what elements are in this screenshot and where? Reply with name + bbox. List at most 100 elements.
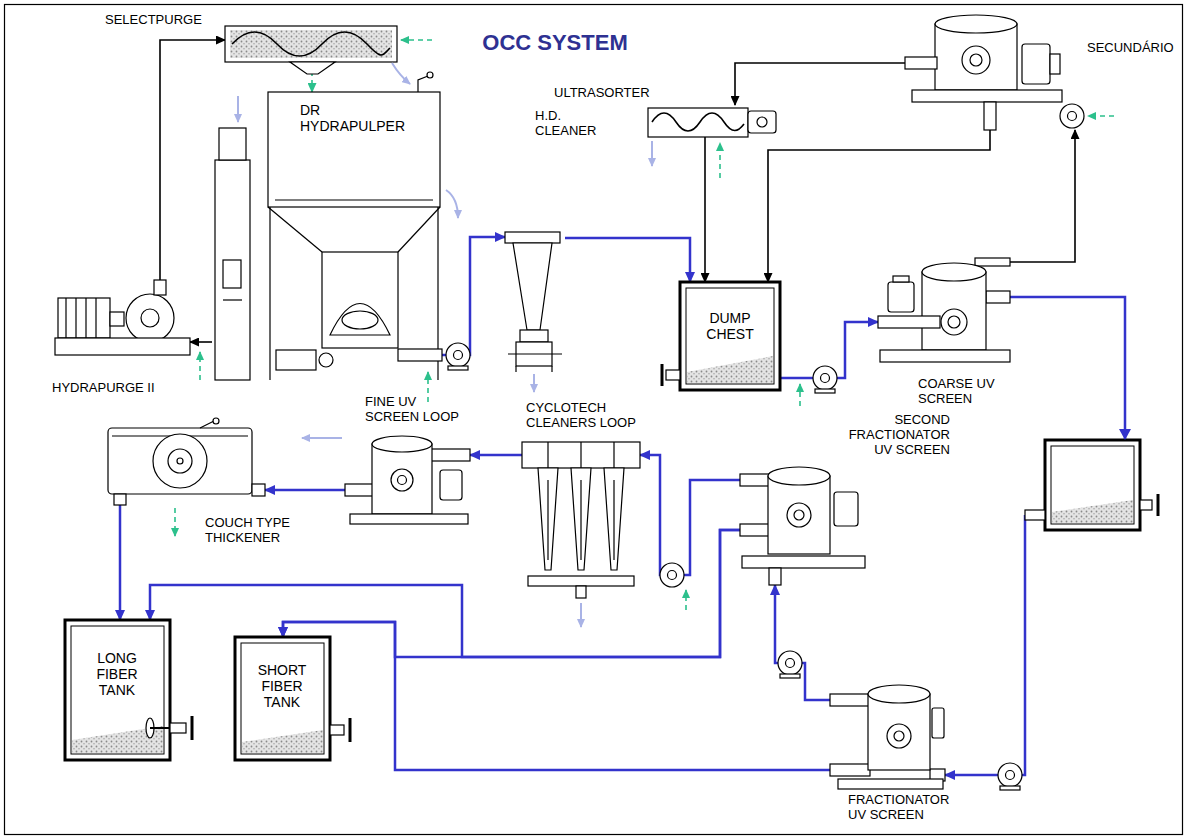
secondary-screen-part [970, 54, 982, 66]
tank-node: DUMP CHEST [680, 282, 780, 390]
equipment-label: HYDRAPURGE II [52, 380, 182, 395]
cyclotech-cleaners-part [547, 442, 548, 468]
pump-part [821, 374, 830, 383]
cyclotech-cleaners-part [580, 442, 581, 468]
fractionator-screen [830, 685, 945, 789]
pipe-line [1010, 130, 1075, 262]
cyclotech-cleaners-part [613, 442, 614, 468]
hydrapurge-machine-part [154, 280, 166, 295]
hydrapurge-machine-part [110, 312, 124, 326]
secondary-screen [905, 15, 1062, 130]
equipment-label: FRACTIONATOR UV SCREEN [848, 792, 960, 822]
reject-arrow [238, 63, 652, 627]
coarse-screen-part [888, 282, 914, 312]
water-inlet-arrow [175, 40, 1114, 610]
coarse-screen-part [922, 263, 986, 281]
hydrapulper-vessel-part [268, 207, 322, 252]
intermediate-tank-part [1025, 510, 1045, 520]
equipment-label: FINE UV SCREEN LOOP [365, 394, 465, 424]
short-fiber-tank-part [349, 718, 352, 742]
cyclotech-cleaners-part [528, 576, 634, 586]
second-fractionator-screen-part [740, 474, 770, 486]
fine-screen-part [345, 484, 374, 496]
short-fiber-tank-part [235, 637, 330, 760]
water-inlet-arrow-part [199, 352, 201, 380]
hydrapulper-vessel-part [427, 72, 433, 78]
selectpurge-screen-part [232, 32, 390, 56]
pump-part [660, 563, 684, 587]
pipe-line [283, 530, 740, 657]
hydrapurge-machine-part [95, 298, 96, 338]
equipment-label: SHORT FIBER TANK [252, 662, 312, 710]
pump-part [778, 651, 802, 675]
equipment-label: ULTRASORTER [554, 85, 658, 100]
intermediate-tank-part [1052, 500, 1133, 523]
pump [1060, 104, 1084, 128]
equipment-label: LONG FIBER TANK [87, 650, 147, 698]
secondary-screen-part [1022, 44, 1050, 84]
water-inlet-arrow-part [685, 590, 687, 610]
hd-cleaner-part [505, 232, 560, 243]
pump-part [448, 366, 468, 370]
reject-arrow-part [651, 141, 653, 166]
equipment-node: FRACTIONATOR UV SCREEN [830, 680, 945, 790]
couch-thickener-part [153, 434, 207, 488]
second-fractionator-screen-part [740, 524, 770, 536]
hydrapurge-machine-part [85, 298, 86, 338]
hydrapurge-machine-part [126, 294, 174, 342]
water-inlet-arrow-part [174, 508, 176, 536]
pipe-line [735, 63, 905, 105]
coarse-screen-part [975, 258, 1010, 266]
intermediate-tank-part [1157, 494, 1160, 516]
fine-screen-part [440, 470, 462, 500]
pipe-line [442, 237, 505, 355]
second-fractionator-screen-part [768, 476, 830, 554]
equipment-node: COARSE UV SCREEN [878, 258, 1010, 366]
secondary-screen-part [905, 57, 937, 69]
fractionator-screen-part [838, 779, 943, 789]
pump-part [446, 343, 470, 367]
long-fiber-tank-part [170, 723, 186, 733]
reject-arrow-part [302, 437, 342, 439]
pump-part [998, 763, 1022, 787]
long-fiber-tank-part [150, 727, 170, 729]
reject-arrow-part [580, 603, 582, 627]
hydrapulper-vessel-part [268, 92, 440, 207]
fine-screen-part [398, 476, 407, 485]
intermediate-tank-part [1045, 440, 1140, 530]
short-fiber-tank-part [330, 725, 344, 735]
coarse-screen-part [948, 316, 960, 328]
frame-border [5, 5, 1183, 835]
equipment-node: SELECTPURGE [225, 26, 397, 62]
fine-screen-part [372, 444, 432, 514]
cyclotech-cleaners-part [571, 468, 591, 570]
hydrapulper-vessel-part [319, 353, 333, 367]
equipment-label: COUCH TYPE THICKENER [205, 515, 295, 545]
selectpurge-screen-part [230, 30, 392, 58]
equipment-label: COARSE UV SCREEN [918, 376, 1010, 406]
hd-cleaner-part [515, 366, 516, 372]
second-fractionator-screen-part [742, 556, 865, 568]
coarse-screen-part [941, 309, 967, 335]
equipment-label: H.D. CLEANER [535, 108, 609, 138]
diagram-title: OCC SYSTEM [455, 30, 655, 56]
reject-arrow-part [392, 63, 410, 84]
hydrapurge-machine-part [141, 309, 159, 327]
equipment-node: HYDRAPURGE II [55, 280, 190, 365]
secondary-screen-part [1050, 54, 1060, 74]
hydrapulper-vessel-part [330, 304, 390, 336]
couch-thickener [108, 418, 265, 505]
couch-thickener-part [114, 494, 126, 505]
pump-part [780, 674, 800, 678]
coarse-screen-part [878, 316, 940, 328]
coarse-screen-part [922, 272, 986, 350]
secondary-screen-part [962, 46, 990, 74]
pipe-line [640, 455, 740, 575]
pump-part [1006, 771, 1015, 780]
intermediate-tank-part [1051, 446, 1134, 524]
dump-chest-tank [662, 282, 780, 390]
pipe-line [704, 137, 706, 282]
ultrasorter-unit-part [652, 113, 744, 131]
tank-node: SHORT FIBER TANK [235, 637, 330, 760]
hydrapulper-vessel-part [322, 252, 398, 348]
